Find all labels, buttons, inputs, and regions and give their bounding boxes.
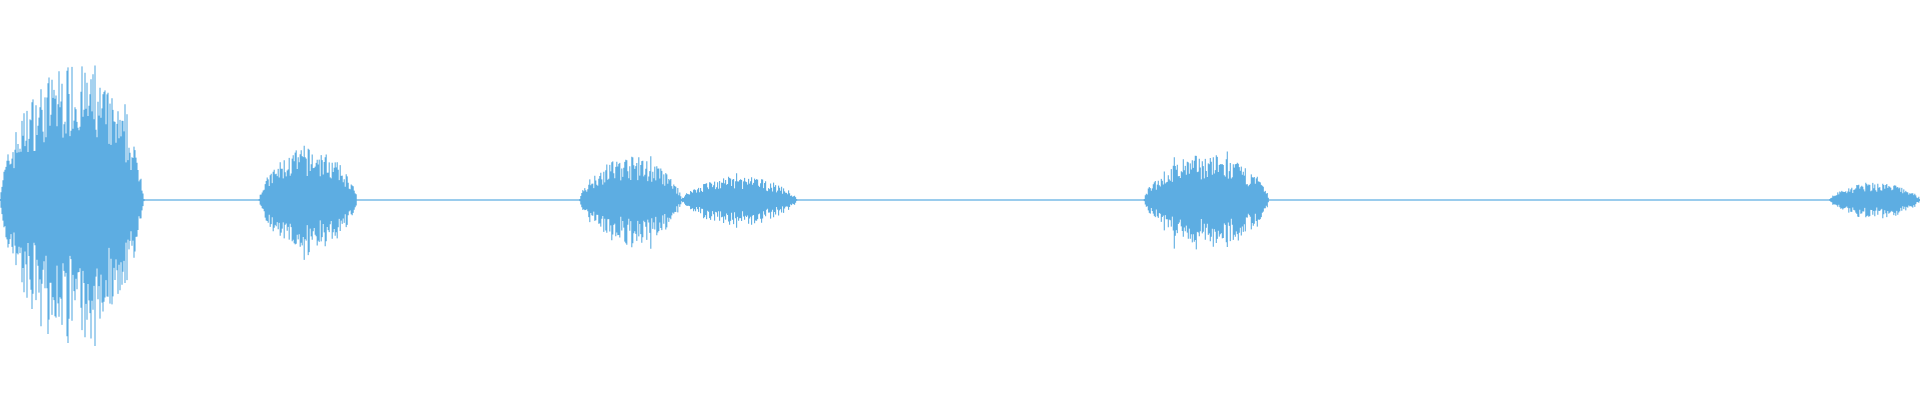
waveform-burst <box>1829 182 1920 219</box>
waveform-burst <box>1143 151 1269 250</box>
waveform-bursts <box>0 65 1920 346</box>
waveform-burst <box>681 173 798 228</box>
waveform-burst <box>0 65 145 346</box>
waveform-burst <box>579 156 682 249</box>
waveform-burst <box>258 145 357 260</box>
